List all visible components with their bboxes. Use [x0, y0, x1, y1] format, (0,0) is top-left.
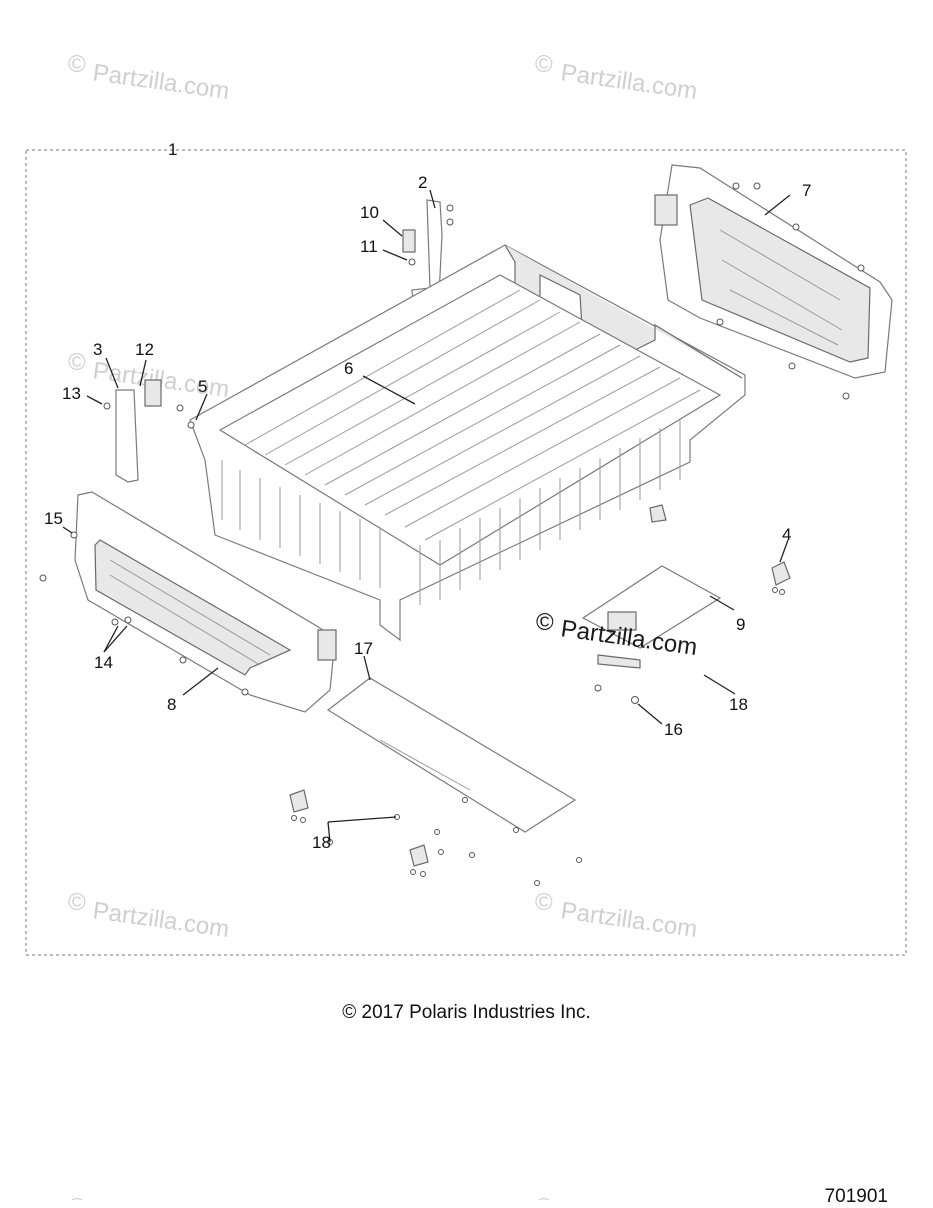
svg-text:©: © — [68, 51, 86, 78]
callout-1: 1 — [168, 140, 177, 159]
svg-text:©: © — [68, 349, 86, 376]
callout-16: 16 — [664, 720, 683, 739]
screw-part-11 — [408, 258, 416, 266]
svg-text:©: © — [68, 889, 86, 916]
callout-2: 2 — [418, 173, 427, 192]
svg-text:Partzilla.com: Partzilla.com — [91, 897, 231, 943]
callout-6: 6 — [344, 359, 353, 378]
skid-plate-part-17 — [326, 677, 577, 833]
assembly-boundary — [25, 149, 907, 956]
watermark-top-left: © Partzilla.com — [68, 51, 231, 105]
callout-3: 3 — [93, 340, 102, 359]
svg-text:©: © — [68, 1194, 86, 1200]
callout-15: 15 — [44, 509, 63, 528]
callout-9: 9 — [736, 615, 745, 634]
plate-part-9 — [581, 565, 722, 669]
callout-18-b: 18 — [312, 833, 331, 852]
svg-text:©: © — [535, 1194, 553, 1200]
bracket-part-3 — [103, 379, 184, 483]
callout-5: 5 — [198, 377, 207, 396]
leader-lines — [62, 189, 791, 843]
screw-part-15 — [70, 531, 78, 539]
callout-8: 8 — [167, 695, 176, 714]
callout-12: 12 — [135, 340, 154, 359]
svg-text:©: © — [535, 889, 553, 916]
bolt-part-5 — [187, 421, 195, 429]
washer-part-16 — [631, 696, 639, 704]
latch-part-12 — [144, 379, 162, 407]
fasteners — [289, 504, 667, 886]
front-panel-part-8 — [39, 491, 337, 713]
latch-part-10 — [402, 229, 416, 253]
svg-text:©: © — [535, 51, 553, 78]
cargo-box-part-6 — [189, 244, 746, 642]
callout-4: 4 — [782, 525, 791, 544]
diagram-id: 701901 — [824, 1186, 888, 1207]
callout-14: 14 — [94, 653, 113, 672]
svg-text:Partzilla.com: Partzilla.com — [91, 59, 231, 105]
bolt-part-13 — [103, 402, 111, 410]
callout-11: 11 — [360, 237, 378, 256]
svg-text:©: © — [536, 609, 554, 636]
copyright-text: © 2017 Polaris Industries Inc. — [342, 1002, 591, 1023]
watermark-low-left: © Partzilla.com — [68, 889, 231, 943]
watermark-bottom-left: © Partzilla.com — [68, 1194, 86, 1200]
screw-part-14 — [111, 618, 119, 626]
watermark-low-right: © Partzilla.com — [535, 889, 699, 943]
svg-text:Partzilla.com: Partzilla.com — [559, 59, 699, 105]
callouts: 1 2 3 4 5 6 7 8 9 10 11 12 13 14 15 16 1… — [44, 140, 811, 852]
svg-text:Partzilla.com: Partzilla.com — [559, 897, 699, 943]
watermark-bottom-right: © Partzilla.com — [535, 1194, 553, 1200]
callout-18-a: 18 — [729, 695, 748, 714]
watermark-top-right: © Partzilla.com — [535, 51, 699, 105]
callout-7: 7 — [802, 181, 811, 200]
callout-13: 13 — [62, 384, 81, 403]
clip-part-4 — [771, 561, 791, 595]
callout-17: 17 — [354, 639, 373, 658]
tailgate-part-7 — [654, 164, 893, 400]
callout-10: 10 — [360, 203, 379, 222]
